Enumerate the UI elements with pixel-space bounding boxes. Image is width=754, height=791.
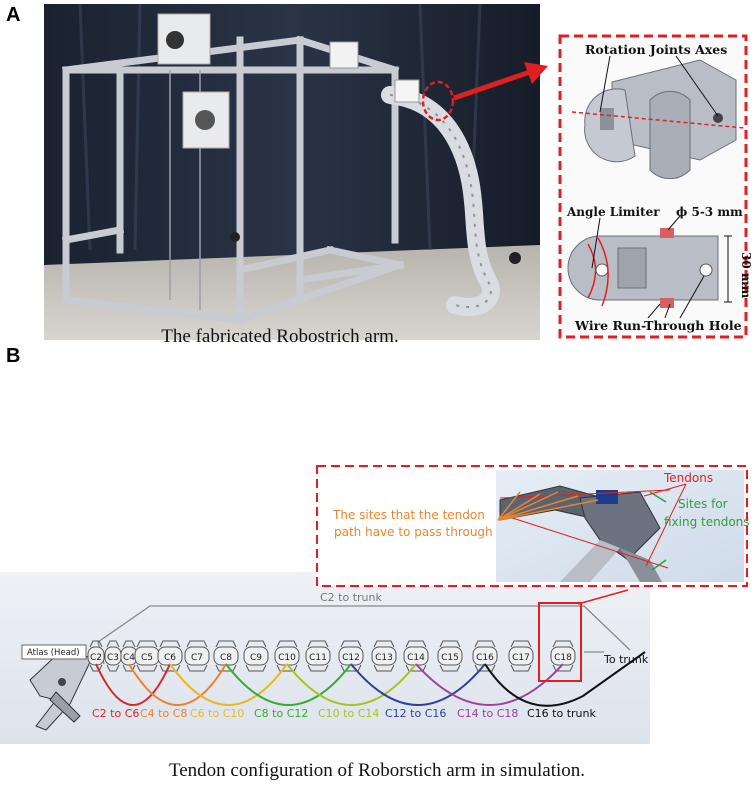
- rotation-axes-label: Rotation Joints Axes: [585, 42, 727, 57]
- vertebra-c4: C4: [120, 640, 138, 672]
- photo-robostrich: [44, 3, 548, 340]
- tendon-label-7: C16 to trunk: [527, 707, 596, 720]
- vertebra-label: C7: [191, 653, 203, 663]
- tendon-label-0: C2 to C6: [92, 707, 139, 720]
- head-label: Atlas (Head): [27, 648, 80, 658]
- tendon-label-1: C4 to C8: [140, 707, 187, 720]
- vertebra-label: C9: [250, 653, 262, 663]
- tendon-path-0: [95, 663, 171, 706]
- diameter-label: ϕ 5-3 mm: [676, 205, 743, 219]
- joint-highlight-circle: [421, 80, 455, 122]
- vertebra-label: C17: [512, 653, 530, 663]
- fix-sites-label-2: fixing tendons: [664, 515, 750, 529]
- vertebra-label: C12: [342, 653, 360, 663]
- vertebra-c16: C16: [472, 640, 498, 672]
- c18-highlight-box: [538, 602, 582, 682]
- vertebra-c6: C6: [157, 640, 183, 672]
- atlas-head: [21, 644, 93, 731]
- pass-sites-label-1: The sites that the tendon: [332, 508, 485, 522]
- joint-isometric-view: [571, 55, 745, 180]
- vertebra-label: C4: [123, 653, 135, 663]
- fix-sites-label-1: Sites for: [678, 497, 728, 511]
- vertebra-c17: C17: [508, 640, 534, 672]
- simulation-view: Tendons The sites that the tendon path h…: [0, 465, 750, 744]
- caption-a: The fabricated Robostrich arm.: [161, 326, 399, 347]
- vertebra-c8: C8: [213, 640, 239, 672]
- tendon-path-3: [225, 663, 352, 706]
- wire-hole-label: Wire Run-Through Hole: [574, 318, 742, 333]
- tendon-path-1: [128, 663, 227, 706]
- vertebra-c18: C18: [550, 640, 576, 672]
- tendon-paths: [95, 651, 646, 707]
- vertebra-c9: C9: [243, 640, 269, 672]
- caption-b: Tendon configuration of Roborstich arm i…: [168, 760, 586, 781]
- height-label: 30 mm: [739, 252, 753, 299]
- angle-limiter-label: Angle Limiter: [566, 205, 660, 219]
- panel-b-label: B: [6, 345, 21, 367]
- vertebra-chain: C2 C3 C4 C5 C6 C7 C8 C9 C10 C11 C12 C13 C14 C15 C16 C17…: [87, 640, 576, 672]
- tendon-label-2: C6 to C10: [190, 707, 244, 720]
- vertebra-label: C10: [278, 653, 296, 663]
- vertebra-label: C13: [375, 653, 393, 663]
- joint-detail-callout: Rotation Joints Axes Angle Limiter ϕ 5-3…: [558, 34, 753, 339]
- vertebra-c13: C13: [371, 640, 397, 672]
- tendon-path-2: [169, 663, 288, 706]
- vertebra-c11: C11: [305, 640, 331, 672]
- vertebra-c12: C12: [338, 640, 364, 672]
- vertebra-c3: C3: [104, 640, 122, 672]
- vertebra-label: C6: [164, 653, 176, 663]
- c2-trunk-label: C2 to trunk: [320, 591, 382, 604]
- vertebra-label: C11: [309, 653, 327, 663]
- vertebra-c7: C7: [184, 640, 210, 672]
- tendon-label-6: C14 to C18: [457, 707, 518, 720]
- vertebra-label: C8: [220, 653, 232, 663]
- tendon-path-7: [484, 651, 646, 707]
- tendon-label-4: C10 to C14: [318, 707, 379, 720]
- tendon-label-5: C12 to C16: [385, 707, 446, 720]
- vertebra-label: C16: [476, 653, 494, 663]
- vertebra-label: C14: [407, 653, 425, 663]
- panel-a-label: A: [6, 4, 21, 26]
- vertebra-label: C15: [441, 653, 459, 663]
- pass-sites-label-2: path have to pass through: [334, 525, 493, 539]
- vertebra-c5: C5: [134, 640, 160, 672]
- tendons-label: Tendons: [663, 471, 713, 485]
- vertebra-label: C18: [554, 653, 572, 663]
- vertebra-c15: C15: [437, 640, 463, 672]
- tendon-path-5: [350, 663, 486, 706]
- tendon-label-3: C8 to C12: [254, 707, 308, 720]
- joint-side-view: [567, 215, 732, 319]
- vertebra-label: C5: [141, 653, 153, 663]
- tendon-path-4: [286, 663, 417, 706]
- vertebra-c10: C10: [274, 640, 300, 672]
- vertebra-label: C2: [90, 653, 102, 663]
- vertebra-label: C3: [107, 653, 119, 663]
